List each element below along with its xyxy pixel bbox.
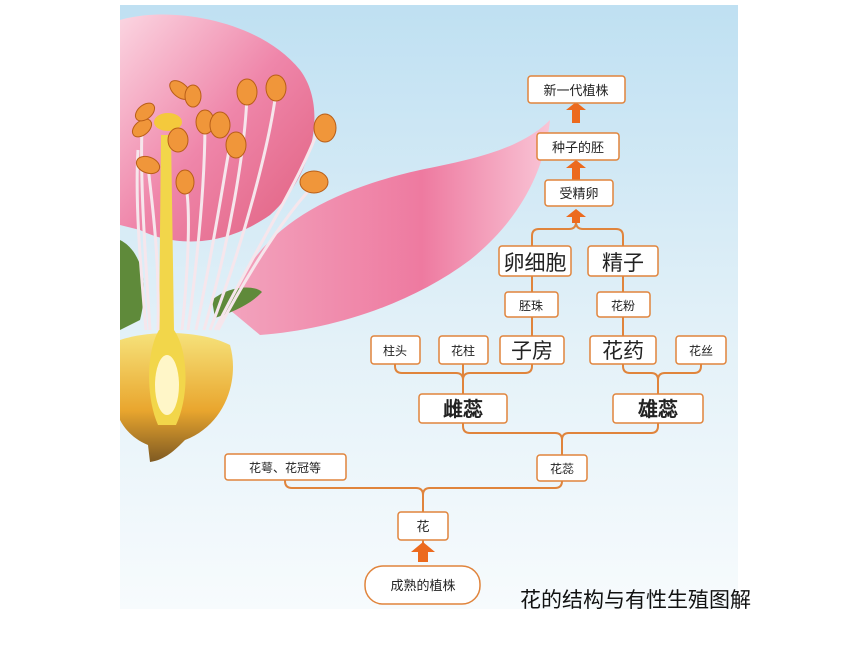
- box-style: [438, 335, 489, 365]
- label-stamen: 雄蕊: [637, 397, 678, 421]
- box-seed-embryo: [536, 132, 620, 161]
- arrows: [411, 102, 586, 562]
- label-new-plant: 新一代植株: [543, 83, 608, 99]
- box-sepal-petal: [224, 453, 347, 481]
- box-stamens-pistils: [536, 454, 588, 482]
- connectors: [284, 221, 702, 554]
- right-petal: [230, 120, 550, 335]
- label-sepal-petal: 花萼、花冠等: [249, 460, 321, 475]
- figure-caption: 花的结构与有性生殖图解: [520, 588, 751, 612]
- label-stamens-pistils: 花蕊: [550, 461, 574, 476]
- box-stigma: [370, 335, 421, 365]
- label-filament: 花丝: [689, 343, 713, 358]
- box-ovary: [499, 335, 565, 365]
- anthers: [131, 74, 337, 195]
- left-sepal: [120, 240, 144, 330]
- up-arrow-icon: [566, 102, 586, 123]
- box-pollen: [596, 291, 651, 318]
- label-egg-cell: 卵细胞: [504, 251, 567, 275]
- label-style: 花柱: [451, 343, 475, 358]
- label-sperm: 精子: [602, 251, 644, 275]
- box-stamen: [612, 393, 704, 424]
- box-zygote: [544, 179, 614, 207]
- node-labels: 新一代植株 种子的胚 受精卵 卵细胞 精子 胚珠 花粉 柱头 花柱 子房 花药 …: [249, 83, 713, 594]
- label-anther: 花药: [602, 339, 644, 363]
- box-egg-cell: [498, 245, 572, 277]
- label-pistil: 雌蕊: [443, 397, 483, 421]
- stigma-shape: [154, 113, 182, 131]
- filaments: [135, 91, 320, 331]
- box-flower: [397, 511, 449, 541]
- ovary-shape: [155, 355, 179, 415]
- box-ovule: [504, 291, 559, 318]
- node-boxes: [224, 75, 727, 605]
- label-pollen: 花粉: [611, 298, 635, 313]
- label-zygote: 受精卵: [559, 187, 598, 202]
- label-ovary: 子房: [511, 339, 553, 363]
- label-mature-plant: 成熟的植株: [390, 578, 455, 594]
- box-sperm: [587, 245, 659, 277]
- pistil-style: [149, 135, 186, 425]
- up-arrow-icon: [566, 209, 586, 223]
- box-new-plant: [527, 75, 626, 104]
- box-filament: [675, 335, 727, 365]
- flower-illustration: [120, 14, 550, 462]
- label-ovule: 胚珠: [519, 299, 543, 313]
- box-anther: [589, 335, 657, 365]
- up-arrow-icon: [411, 542, 435, 562]
- label-stigma: 柱头: [383, 343, 407, 358]
- box-mature-plant: [364, 565, 481, 605]
- up-arrow-icon: [566, 160, 586, 180]
- label-flower: 花: [416, 519, 429, 535]
- label-seed-embryo: 种子的胚: [552, 140, 604, 156]
- box-pistil: [418, 393, 508, 424]
